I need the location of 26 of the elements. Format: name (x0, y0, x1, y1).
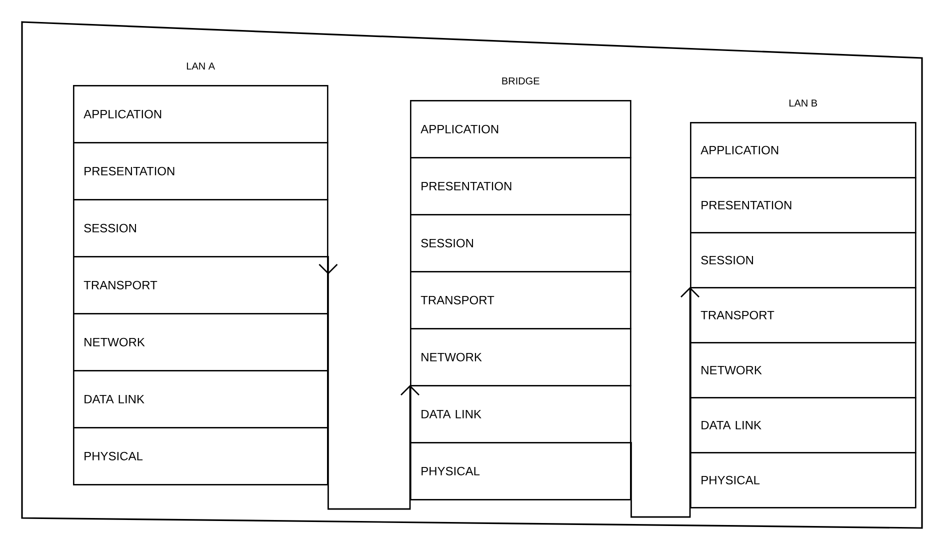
layer-box: PRESENTATION (73, 142, 328, 200)
arrow (630, 287, 700, 518)
layer-box: APPLICATION (690, 122, 916, 178)
layer-box: SESSION (690, 232, 916, 288)
layer-box: DATA LINK (690, 397, 916, 454)
layer-box: PHYSICAL (73, 427, 328, 486)
layer-box: SESSION (73, 199, 328, 258)
layer-box: SESSION (410, 214, 632, 272)
node-label: BRIDGE (502, 77, 540, 84)
layer-box: PHYSICAL (410, 442, 632, 500)
layer-box: TRANSPORT (73, 256, 328, 314)
layer-box: DATA LINK (410, 385, 632, 444)
layer-box: PRESENTATION (690, 177, 916, 234)
layer-box: PRESENTATION (410, 157, 632, 216)
layer-box: NETWORK (73, 313, 328, 372)
layer-box: DATA LINK (73, 370, 328, 428)
node-label: LAN A (186, 62, 216, 70)
node-label: LAN B (789, 100, 818, 106)
layer-box: TRANSPORT (410, 271, 632, 330)
layer-box: PHYSICAL (690, 452, 916, 508)
arrow (318, 256, 420, 510)
layer-box: TRANSPORT (690, 287, 916, 344)
layer-box: NETWORK (410, 328, 632, 386)
layer-box: APPLICATION (410, 100, 632, 158)
layer-box: APPLICATION (73, 85, 328, 144)
layer-box: NETWORK (690, 342, 916, 398)
